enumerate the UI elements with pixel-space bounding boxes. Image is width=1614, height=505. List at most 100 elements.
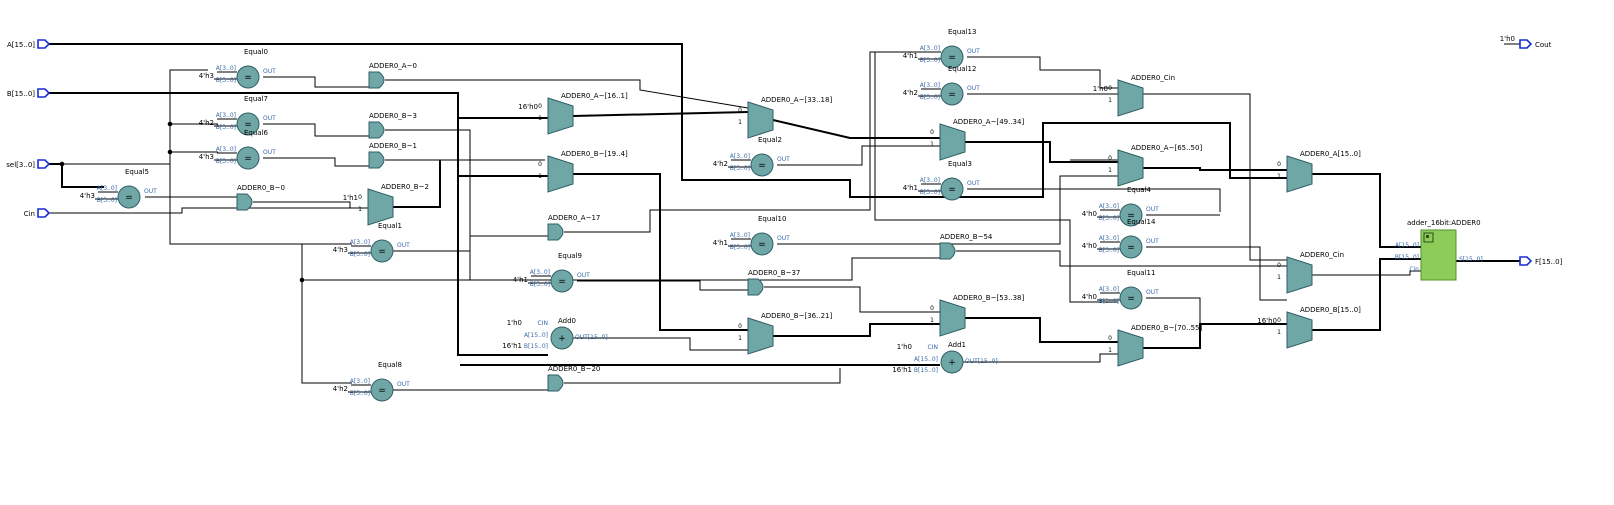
Equal5-constant: 4'h3 [80, 192, 95, 200]
mux-m_B2[interactable] [367, 188, 394, 226]
wire [385, 129, 471, 280]
wire [573, 337, 748, 351]
Equal3-title: Equal3 [948, 160, 972, 168]
comparator-Equal11[interactable] [1119, 286, 1143, 310]
comparator-Equal7[interactable] [236, 112, 260, 136]
m_B2-in0: 0 [358, 194, 362, 201]
gate-g_B1[interactable] [368, 151, 385, 169]
comparator-Equal1[interactable] [370, 239, 394, 263]
g_B3-label: ADDER0_B~3 [369, 112, 417, 120]
comparator-Equal6[interactable] [236, 146, 260, 170]
wire [967, 56, 1118, 89]
adder-instance-title: adder_16bit:ADDER0 [1407, 219, 1481, 227]
Equal3-constant: 4'h1 [903, 184, 918, 192]
gate-g_B0[interactable] [236, 193, 253, 211]
Equal13-pin-b: B[3..0] [920, 57, 940, 64]
comparator-Equal8[interactable] [370, 378, 394, 402]
bus-wire [573, 173, 748, 331]
mux-m_Bout[interactable] [1286, 311, 1313, 349]
Equal8-symbol: = [378, 386, 386, 396]
m_A16-constant: 16'h0 [518, 103, 538, 111]
mux-m_Cin1[interactable] [1117, 79, 1144, 117]
output-port-F[interactable] [1519, 256, 1533, 266]
bus-wire [1143, 167, 1287, 171]
g_B54-label: ADDER0_B~54 [940, 233, 993, 241]
instance-pin-b: B[15..0] [1395, 254, 1419, 261]
mux-m_B53[interactable] [939, 299, 966, 337]
adder-Add1[interactable] [940, 350, 964, 374]
comparator-Equal12[interactable] [940, 82, 964, 106]
Equal0-constant: 4'h3 [199, 72, 214, 80]
Add1-b-constant: 16'h1 [892, 366, 912, 374]
comparator-Equal4[interactable] [1119, 203, 1143, 227]
comparator-Equal3[interactable] [940, 177, 964, 201]
gate-g_B37[interactable] [747, 278, 764, 296]
gate-g_B20[interactable] [547, 374, 564, 392]
wire [253, 201, 351, 208]
gate-g_A17[interactable] [547, 223, 564, 241]
adder-Add0[interactable] [550, 326, 574, 350]
Equal2-symbol: = [758, 161, 766, 171]
comparator-Equal5[interactable] [117, 185, 141, 209]
input-port-Cin[interactable] [37, 208, 51, 218]
input-port-sel[interactable] [37, 159, 51, 169]
mux-m_B70[interactable] [1117, 329, 1144, 367]
Equal9-pin-a: A[3..0] [530, 269, 550, 276]
mux-m_A49[interactable] [939, 123, 966, 161]
m_A33-in1: 1 [738, 119, 742, 126]
input-port-sel-label: sel[3..0] [6, 161, 35, 169]
m_Bout-in1: 1 [1277, 329, 1281, 336]
input-port-B[interactable] [37, 88, 51, 98]
Equal0-symbol: = [244, 73, 252, 83]
gate-g_B54[interactable] [939, 242, 956, 260]
wire [777, 175, 1118, 245]
comparator-Equal9[interactable] [550, 269, 574, 293]
m_A15-in1: 1 [1277, 173, 1281, 180]
mux-m_B36[interactable] [747, 317, 774, 355]
mux-m_B19[interactable] [547, 155, 574, 193]
comparator-Equal2[interactable] [750, 153, 774, 177]
Equal5-title: Equal5 [125, 168, 149, 176]
m_Cin1-in1: 1 [1108, 97, 1112, 104]
m_A49-label: ADDER0_A~[49..34] [953, 118, 1024, 126]
output-port-Cout[interactable] [1519, 39, 1533, 49]
bus-wire [1312, 258, 1421, 331]
Equal4-symbol: = [1127, 211, 1135, 221]
mux-m_Cin2[interactable] [1286, 256, 1313, 294]
mux-m_A16[interactable] [547, 97, 574, 135]
Equal5-pin-out: OUT [144, 188, 157, 195]
Equal0-pin-out: OUT [263, 68, 276, 75]
m_A16-in0: 0 [538, 103, 542, 110]
Equal11-pin-a: A[3..0] [1099, 286, 1119, 293]
comparator-Equal10[interactable] [750, 232, 774, 256]
Equal13-title: Equal13 [948, 28, 976, 36]
gate-g_A0[interactable] [368, 71, 385, 89]
Equal14-pin-out: OUT [1146, 238, 1159, 245]
comparator-Equal13[interactable] [940, 45, 964, 69]
m_A16-in1: 1 [538, 115, 542, 122]
comparator-Equal0[interactable] [236, 65, 260, 89]
comparator-Equal14[interactable] [1119, 235, 1143, 259]
blocks: ===============++ [37, 39, 1533, 402]
wire [564, 368, 841, 384]
g_B1-label: ADDER0_B~1 [369, 142, 417, 150]
Equal13-pin-out: OUT [967, 48, 980, 55]
m_B70-in0: 0 [1108, 335, 1112, 342]
wire [967, 188, 1221, 212]
gate-g_B3[interactable] [368, 121, 385, 139]
m_A49-in1: 1 [930, 141, 934, 148]
junction-dot [167, 121, 173, 127]
mux-m_A65[interactable] [1117, 149, 1144, 187]
adder-16bit-instance[interactable] [1420, 229, 1457, 281]
mux-m_A15[interactable] [1286, 155, 1313, 193]
bus-wire [772, 119, 940, 139]
Equal12-pin-b: B[3..0] [920, 94, 940, 101]
mux-m_A33[interactable] [747, 101, 774, 139]
Equal2-pin-out: OUT [777, 156, 790, 163]
Equal9-constant: 4'h1 [513, 276, 528, 284]
input-port-A[interactable] [37, 39, 51, 49]
m_A65-label: ADDER0_A~[65..50] [1131, 144, 1202, 152]
wire [263, 76, 369, 88]
wire [385, 79, 749, 109]
junction-dot [167, 149, 173, 155]
